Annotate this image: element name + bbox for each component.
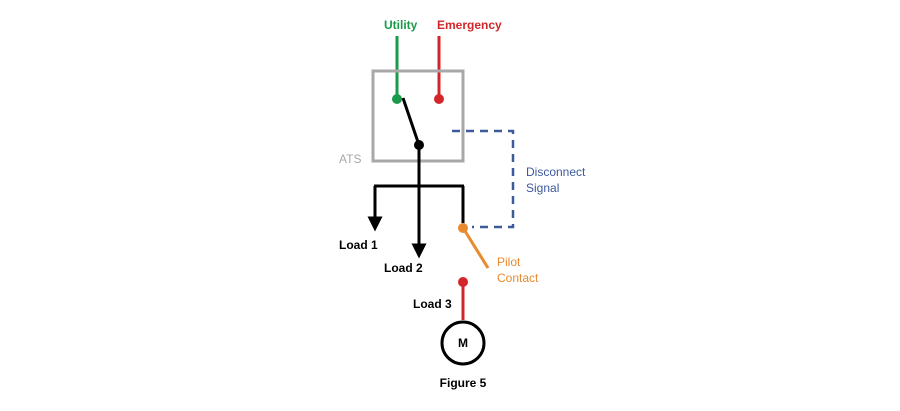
pilot-contact-label-line1: Pilot [497,255,521,269]
utility-contact [392,94,402,104]
load2-label: Load 2 [384,261,423,275]
load3-label: Load 3 [413,297,452,311]
motor-label: M [458,336,468,350]
emergency-label: Emergency [437,18,502,32]
motor-symbol [440,320,486,366]
emergency-contact [434,94,444,104]
pilot-contact-label-line2: Contact [497,271,539,285]
transfer-switch-blade [401,97,421,146]
disconnect-signal-label-line1: Disconnect [526,165,586,179]
disconnect-signal-label-line2: Signal [526,181,559,195]
disconnect-signal-path [452,129,515,229]
ats-label: ATS [339,152,361,166]
load1-label: Load 1 [339,238,378,252]
figure-caption: Figure 5 [440,376,487,390]
pilot-contact-upper [458,223,468,233]
utility-label: Utility [384,18,418,32]
pilot-contact-blade [463,230,490,269]
